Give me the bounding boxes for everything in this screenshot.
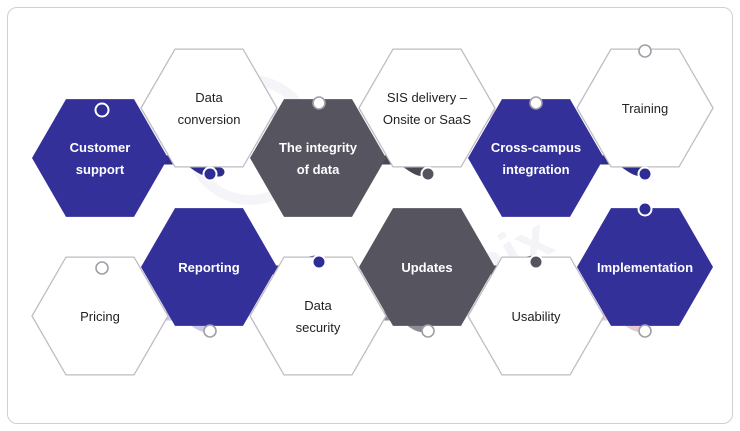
dot-updates-right [528, 254, 544, 270]
hexagon-shape-customer-support [32, 99, 168, 217]
hexagon-label-sis-delivery-line-1: SIS delivery – [387, 90, 468, 105]
dot-usability-right [638, 324, 652, 338]
hexagon-label-data-conversion-line-1: Data [195, 90, 223, 105]
hexagon-cross-campus-integration: Cross-campus integration [468, 99, 604, 217]
dot-cross-campus-right [637, 166, 653, 182]
hexagon-label-training-line-1: Training [622, 101, 668, 116]
hexagon-pricing: Pricing [31, 256, 169, 376]
hexagon-updates: Updates [359, 208, 495, 326]
dot-data-conversion-right [312, 96, 326, 110]
dot-training-top [638, 44, 652, 58]
hexagon-shape-reporting [141, 208, 277, 326]
hexagon-label-integrity-of-data-line-1: The integrity [279, 140, 358, 155]
hexagon-integrity-of-data: The integrity of data [250, 99, 386, 217]
hexagon-shape-sis-delivery [358, 48, 496, 168]
hexagon-label-data-security-line-1: Data [304, 298, 332, 313]
hexagon-shape-updates [359, 208, 495, 326]
hexagon-training: Training [576, 48, 714, 168]
dot-integrity-right [420, 166, 436, 182]
hexagon-label-data-security-line-2: security [296, 320, 341, 335]
hexagon-label-pricing-line-1: Pricing [80, 309, 120, 324]
hexagon-label-integrity-of-data-line-2: of data [297, 162, 340, 177]
hexagon-label-updates-line-1: Updates [401, 260, 452, 275]
dot-reporting-right [311, 254, 327, 270]
hexagon-data-conversion: Data conversion [140, 48, 278, 168]
dot-sis-delivery-right [529, 96, 543, 110]
dot-customer-support-top [94, 102, 110, 118]
hexagon-shape-training [576, 48, 714, 168]
hexagon-label-data-conversion-line-2: conversion [178, 112, 241, 127]
dot-pricing-top [95, 261, 109, 275]
hexagon-label-customer-support-line-2: support [76, 162, 125, 177]
hexagon-shape-usability [467, 256, 605, 376]
hexagon-label-implementation-line-1: Implementation [597, 260, 693, 275]
hexagon-label-customer-support-line-1: Customer [70, 140, 131, 155]
hexagon-data-security: Data security [249, 256, 387, 376]
hexagon-shape-cross-campus-integration [468, 99, 604, 217]
dot-implementation-top [637, 201, 653, 217]
hexagon-shape-implementation [577, 208, 713, 326]
hexagon-label-usability-line-1: Usability [511, 309, 561, 324]
hexagon-shape-data-security [249, 256, 387, 376]
hexagon-reporting: Reporting [141, 208, 277, 326]
hexagon-label-sis-delivery-line-2: Onsite or SaaS [383, 112, 471, 127]
hexagon-label-cross-campus-integration-line-2: integration [502, 162, 569, 177]
hexagon-shape-integrity-of-data [250, 99, 386, 217]
hexagon-shape-data-conversion [140, 48, 278, 168]
hexagon-customer-support: Customer support [32, 99, 168, 217]
hexagon-label-reporting-line-1: Reporting [178, 260, 239, 275]
hexagon-sis-delivery: SIS delivery – Onsite or SaaS [358, 48, 496, 168]
hexagon-label-cross-campus-integration-line-1: Cross-campus [491, 140, 581, 155]
dot-pricing-right [203, 324, 217, 338]
hexagon-usability: Usability [467, 256, 605, 376]
connector-dots [94, 44, 653, 338]
hexagon-implementation: Implementation [577, 208, 713, 326]
dot-customer-support-right [202, 166, 218, 182]
hexagon-shape-pricing [31, 256, 169, 376]
dot-data-security-right [421, 324, 435, 338]
